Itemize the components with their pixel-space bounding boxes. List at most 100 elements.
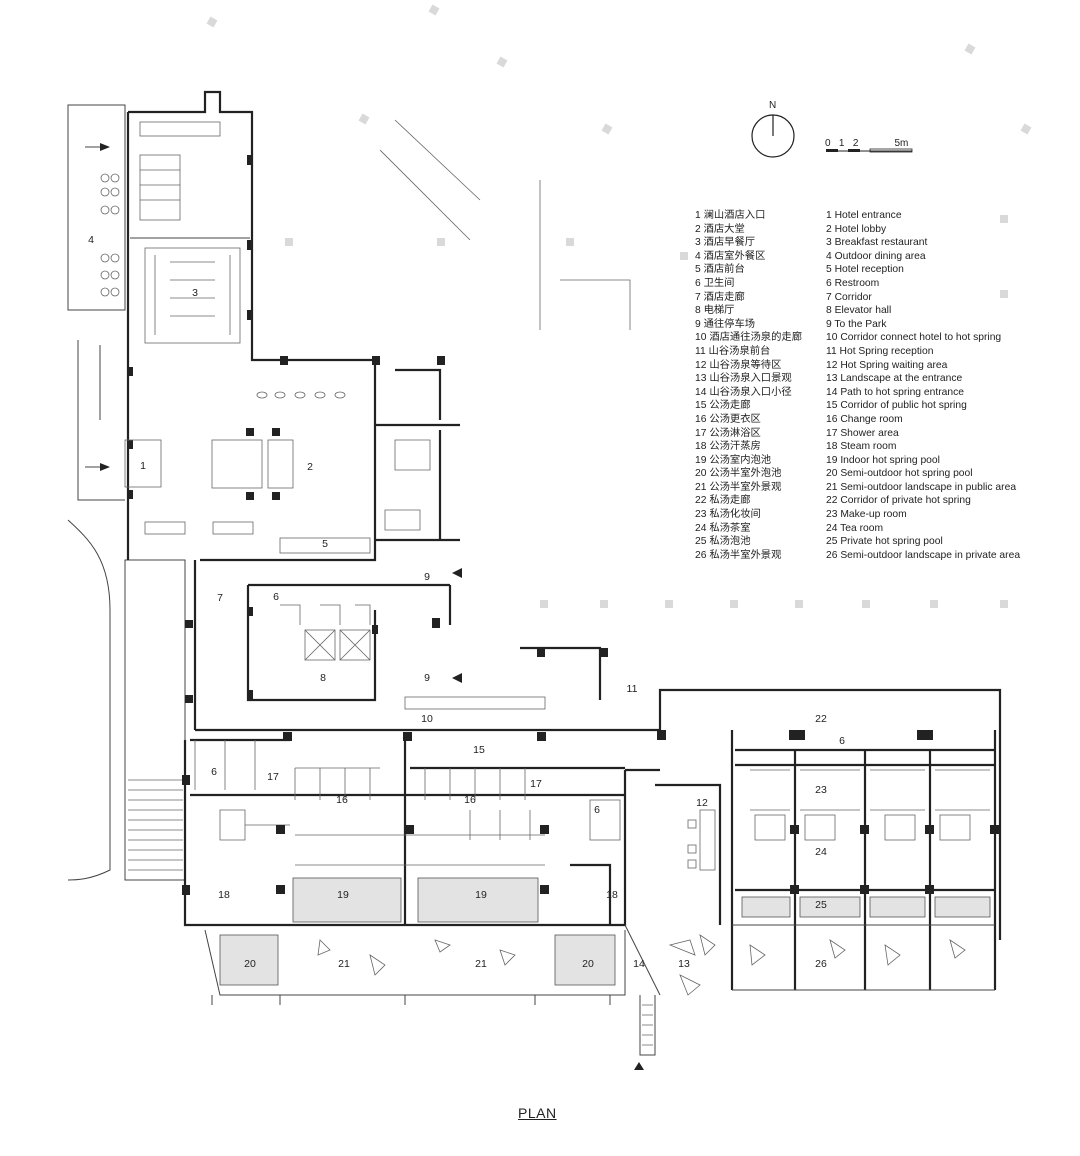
room-label: 13	[678, 958, 690, 970]
room-label: 6	[839, 735, 845, 747]
room-label: 15	[473, 744, 485, 756]
room-label: 20	[244, 958, 256, 970]
room-label: 1	[140, 460, 146, 472]
room-label: 21	[475, 958, 487, 970]
room-label: 6	[273, 591, 279, 603]
room-label: 17	[530, 778, 542, 790]
legend-item-cn: 18 公汤汗蒸房	[695, 441, 761, 453]
room-label: 9	[424, 672, 430, 684]
legend-item-en: 24 Tea room	[826, 522, 884, 534]
outdoor-terrace	[67, 104, 186, 881]
hotel-block	[124, 90, 460, 562]
room-label: 18	[606, 889, 618, 901]
public-hot-spring	[182, 732, 627, 1005]
legend-item-cn: 21 公汤半室外景观	[695, 481, 782, 493]
legend-item-cn: 2 酒店大堂	[695, 223, 745, 235]
site-context	[206, 4, 1032, 608]
room-label: 21	[338, 958, 350, 970]
legend-item-en: 18 Steam room	[826, 441, 897, 453]
legend-item-cn: 3 酒店早餐厅	[695, 237, 756, 249]
legend-item-cn: 6 卫生间	[695, 277, 735, 289]
room-label: 12	[696, 797, 708, 809]
room-label: 17	[267, 771, 279, 783]
room-label: 23	[815, 784, 827, 796]
room-label: 20	[582, 958, 594, 970]
legend-item-cn: 5 酒店前台	[695, 264, 745, 276]
legend-item-en: 4 Outdoor dining area	[826, 250, 926, 262]
room-label: 16	[336, 794, 348, 806]
legend-item-en: 5 Hotel reception	[826, 264, 904, 276]
scale-tick-5m: 5m	[894, 138, 909, 149]
room-labels: 4 3 1 2 5 7 6 9 8 9 11 10 22 6 15 6 17 1…	[88, 234, 845, 970]
room-label: 19	[475, 889, 487, 901]
room-label: 11	[627, 683, 638, 695]
room-label: 3	[192, 287, 198, 299]
legend-item-en: 20 Semi-outdoor hot spring pool	[826, 468, 973, 480]
legend-item-en: 17 Shower area	[826, 427, 899, 439]
room-label: 8	[320, 672, 326, 684]
legend-item-en: 7 Corridor	[826, 291, 872, 303]
legend-item-cn: 24 私汤茶室	[695, 522, 751, 534]
scale-tick-0: 0	[825, 138, 831, 149]
legend-item-cn: 15 公汤走廊	[695, 400, 751, 412]
parking-arrow-icon	[452, 568, 462, 578]
room-label: 26	[815, 958, 827, 970]
room-label: 6	[594, 804, 600, 816]
legend-item-cn: 9 通往停车场	[695, 318, 756, 330]
plan-title: PLAN	[518, 1105, 557, 1121]
lobby-furniture	[144, 391, 371, 554]
room-label: 5	[322, 538, 328, 550]
legend-item-en: 8 Elevator hall	[826, 305, 892, 317]
scale-tick-2: 2	[852, 138, 859, 149]
legend-item-cn: 25 私汤泡池	[695, 536, 751, 548]
legend-item-cn: 10 酒店通往汤泉的走廊	[695, 332, 802, 344]
legend-item-en: 26 Semi-outdoor landscape in private are…	[826, 549, 1021, 561]
legend-item-cn: 17 公汤淋浴区	[695, 427, 761, 439]
legend-item-en: 19 Indoor hot spring pool	[826, 454, 940, 466]
scale-tick-1: 1	[838, 138, 845, 149]
legend-item-en: 11 Hot Spring reception	[826, 345, 934, 357]
legend-item-cn: 26 私汤半室外景观	[695, 549, 782, 561]
legend-item-en: 9 To the Park	[826, 318, 887, 330]
legend-item-cn: 23 私汤化妆间	[695, 509, 761, 521]
legend-item-cn: 4 酒店室外餐区	[695, 250, 766, 262]
legend-item-en: 16 Change room	[826, 413, 903, 425]
legend-item-en: 13 Landscape at the entrance	[826, 373, 963, 385]
legend-item-en: 12 Hot Spring waiting area	[826, 359, 948, 371]
legend-item-en: 14 Path to hot spring entrance	[826, 386, 964, 398]
room-label: 6	[211, 766, 217, 778]
room-label: 22	[815, 713, 827, 725]
legend-item-en: 6 Restroom	[826, 277, 880, 289]
scale-labels: 0 1 2 5m	[825, 138, 908, 149]
legend-item-en: 2 Hotel lobby	[826, 223, 887, 235]
legend-item-cn: 16 公汤更衣区	[695, 413, 761, 425]
legend-item-cn: 1 澜山酒店入口	[695, 210, 766, 221]
entrance-arrow-icon	[100, 143, 110, 151]
legend-item-en: 22 Corridor of private hot spring	[826, 495, 971, 507]
private-hot-spring	[730, 730, 999, 991]
north-arrow-icon	[751, 114, 795, 158]
hot-spring-entrance	[624, 730, 722, 1070]
legend-item-en: 25 Private hot spring pool	[826, 536, 943, 548]
north-label: N	[769, 100, 777, 111]
legend-item-en: 23 Make-up room	[826, 509, 907, 521]
legend-item-en: 21 Semi-outdoor landscape in public area	[826, 481, 1017, 493]
legend-item-cn: 14 山谷汤泉入口小径	[695, 386, 792, 398]
room-label: 25	[815, 899, 827, 911]
legend-item-en: 3 Breakfast restaurant	[826, 237, 928, 249]
core-block	[185, 560, 1002, 940]
room-label: 24	[815, 846, 827, 858]
legend-item-cn: 22 私汤走廊	[695, 495, 751, 507]
room-label: 4	[88, 234, 94, 246]
legend-item-cn: 7 酒店走廊	[695, 291, 745, 303]
legend-item-en: 10 Corridor connect hotel to hot spring	[826, 332, 1002, 344]
room-label: 2	[307, 461, 313, 473]
scale-bar	[826, 148, 913, 153]
room-label: 10	[421, 713, 433, 725]
legend-item-cn: 20 公汤半室外泡池	[695, 468, 782, 480]
entrance-arrow-icon	[100, 463, 110, 471]
